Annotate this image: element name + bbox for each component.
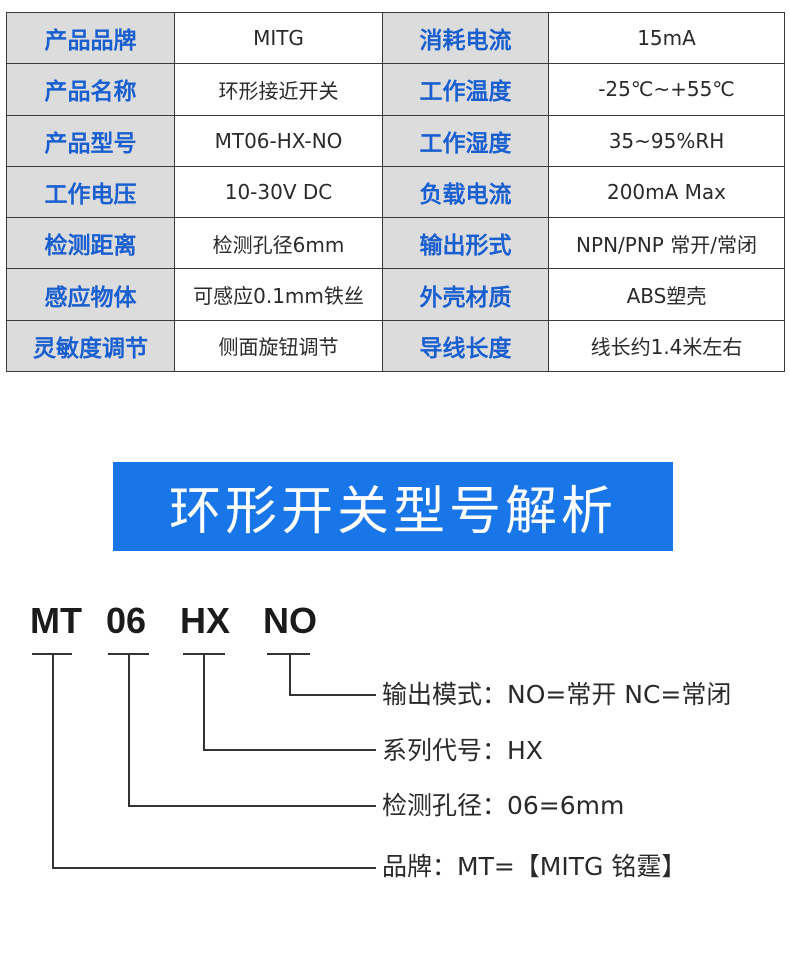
model-part-brand: MT xyxy=(30,600,82,641)
spec-value: 检测孔径6mm xyxy=(174,217,383,270)
spec-key: 输出形式 xyxy=(382,217,549,270)
leader-mt xyxy=(52,654,376,869)
spec-key: 工作电压 xyxy=(6,165,175,219)
model-part-aperture: 06 xyxy=(106,600,147,641)
spec-key: 导线长度 xyxy=(382,319,549,373)
spec-row: 感应物体 可感应0.1mm铁丝 外壳材质 ABS塑壳 xyxy=(6,268,785,321)
model-part-series: HX xyxy=(180,600,231,641)
spec-key: 产品型号 xyxy=(6,114,175,167)
spec-value: 15mA xyxy=(548,11,785,65)
desc-output-mode: 输出模式：NO=常开 NC=常闭 xyxy=(382,680,732,709)
spec-row: 检测距离 检测孔径6mm 输出形式 NPN/PNP 常开/常闭 xyxy=(6,217,785,270)
leader-no xyxy=(289,654,376,696)
spec-value: 35~95%RH xyxy=(548,114,785,167)
spec-key: 外壳材质 xyxy=(382,268,549,321)
spec-key: 灵敏度调节 xyxy=(6,319,175,373)
leader-06 xyxy=(128,654,376,807)
spec-key: 检测距离 xyxy=(6,217,175,270)
spec-value: 环形接近开关 xyxy=(174,63,383,116)
spec-value: 200mA Max xyxy=(548,165,785,219)
spec-row: 产品型号 MT06-HX-NO 工作湿度 35~95%RH xyxy=(6,114,785,167)
desc-aperture: 检测孔径：06=6mm xyxy=(382,791,625,820)
model-part-output: NO xyxy=(263,600,317,641)
spec-value: ABS塑壳 xyxy=(548,268,785,321)
leader-hx xyxy=(203,654,376,751)
spec-key: 产品品牌 xyxy=(6,11,175,65)
spec-table: 产品品牌 MITG 消耗电流 15mA 产品名称 环形接近开关 工作温度 -25… xyxy=(6,11,785,373)
section-banner: 环形开关型号解析 xyxy=(113,462,673,551)
desc-brand: 品牌：MT=【MITG 铭霆】 xyxy=(382,852,687,881)
spec-value: 侧面旋钮调节 xyxy=(174,319,383,373)
spec-value: MITG xyxy=(174,11,383,65)
spec-value: MT06-HX-NO xyxy=(174,114,383,167)
spec-row: 灵敏度调节 侧面旋钮调节 导线长度 线长约1.4米左右 xyxy=(6,319,785,373)
spec-value: 线长约1.4米左右 xyxy=(548,319,785,373)
spec-key: 工作温度 xyxy=(382,63,549,116)
spec-value: NPN/PNP 常开/常闭 xyxy=(548,217,785,270)
spec-key: 产品名称 xyxy=(6,63,175,116)
spec-key: 感应物体 xyxy=(6,268,175,321)
desc-series-code: 系列代号：HX xyxy=(382,736,543,765)
spec-row: 产品名称 环形接近开关 工作温度 -25℃~+55℃ xyxy=(6,63,785,116)
spec-key: 工作湿度 xyxy=(382,114,549,167)
spec-row: 产品品牌 MITG 消耗电流 15mA xyxy=(6,11,785,65)
spec-value: -25℃~+55℃ xyxy=(548,63,785,116)
